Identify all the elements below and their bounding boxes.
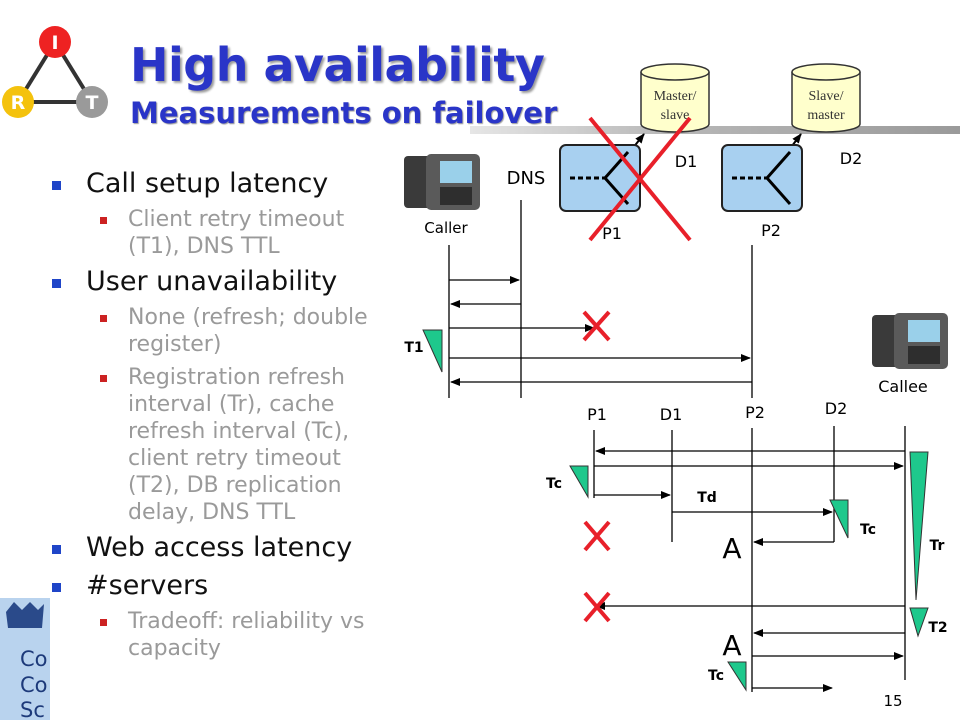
p1-failure-mark: [588, 116, 692, 242]
t2-timer: [909, 607, 929, 638]
db2-label-line1: Slave/: [809, 89, 844, 104]
db1-label-line2: slave: [661, 108, 690, 123]
tc-timer-1: [569, 465, 589, 499]
sub-bullet-item: Registration refresh interval (Tr), cach…: [50, 364, 390, 526]
lower-d2-label: D2: [825, 399, 848, 418]
d1-label: D1: [675, 152, 698, 171]
bullet-item: Web access latency: [50, 532, 390, 563]
server-p1: [559, 144, 641, 212]
tc-label-2: Tc: [860, 522, 876, 538]
tc-timer-2: [829, 499, 849, 539]
title-divider: [470, 126, 960, 134]
caller-phone-icon: [404, 154, 480, 210]
logo-i-circle: [39, 26, 71, 58]
crown-icon: [6, 602, 44, 628]
t2-label: T2: [928, 620, 947, 636]
tc-label-3: Tc: [708, 668, 724, 684]
university-crest: Co Co Sc: [0, 598, 50, 720]
caller-label: Caller: [424, 219, 468, 237]
sub-bullet-item: Client retry timeout (T1), DNS TTL: [50, 206, 390, 260]
bullet-item: #servers: [50, 570, 390, 601]
database-slave-master: Slave/ master: [791, 63, 861, 133]
db2-label-line2: master: [807, 108, 845, 123]
a-label-2: A: [722, 629, 741, 662]
logo-r-letter: R: [11, 92, 26, 114]
logo-i-letter: I: [51, 32, 58, 54]
callee-label: Callee: [878, 377, 928, 396]
a-label-1: A: [722, 532, 741, 565]
logo-t-circle: [76, 86, 108, 118]
slide-subtitle: Measurements on failover: [130, 96, 558, 130]
p1-down-mark-2: [583, 591, 611, 623]
server-p2: [721, 144, 803, 212]
p2-label: P2: [761, 221, 781, 240]
invite-failure-mark: [582, 310, 611, 342]
crest-text-2: Co: [20, 673, 48, 697]
t1-timer: [422, 329, 443, 373]
database-master-slave: Master/ slave: [640, 63, 710, 133]
page-number: 15: [883, 692, 902, 710]
slide-title: High availability: [130, 38, 545, 92]
tc-timer-3: [727, 661, 747, 692]
logo-t-letter: T: [86, 92, 99, 114]
crest-text-1: Co: [20, 647, 48, 671]
td-label: Td: [697, 490, 717, 506]
crest-text-3: Sc: [20, 698, 45, 720]
lower-d1-label: D1: [660, 405, 683, 424]
dns-label: DNS: [507, 168, 546, 189]
p1-label: P1: [602, 224, 622, 243]
tr-timer: [909, 451, 929, 601]
irt-logo: I R T: [2, 26, 108, 118]
t1-label: T1: [404, 340, 423, 356]
bullet-item: Call setup latency: [50, 168, 390, 199]
d2-label: D2: [840, 149, 863, 168]
lower-p2-label: P2: [745, 403, 765, 422]
callee-phone-icon: [872, 313, 948, 369]
logo-r-circle: [2, 86, 34, 118]
tc-label-1: Tc: [546, 476, 562, 492]
sub-bullet-item: None (refresh; double register): [50, 304, 390, 358]
lower-p1-label: P1: [587, 405, 607, 424]
sub-bullet-item: Tradeoff: reliability vs capacity: [50, 608, 390, 662]
tr-label: Tr: [930, 538, 945, 554]
db1-label-line1: Master/: [654, 89, 697, 104]
p1-down-mark-1: [583, 520, 611, 552]
bullet-item: User unavailability: [50, 266, 390, 297]
bullet-list: Call setup latency Client retry timeout …: [50, 168, 390, 668]
